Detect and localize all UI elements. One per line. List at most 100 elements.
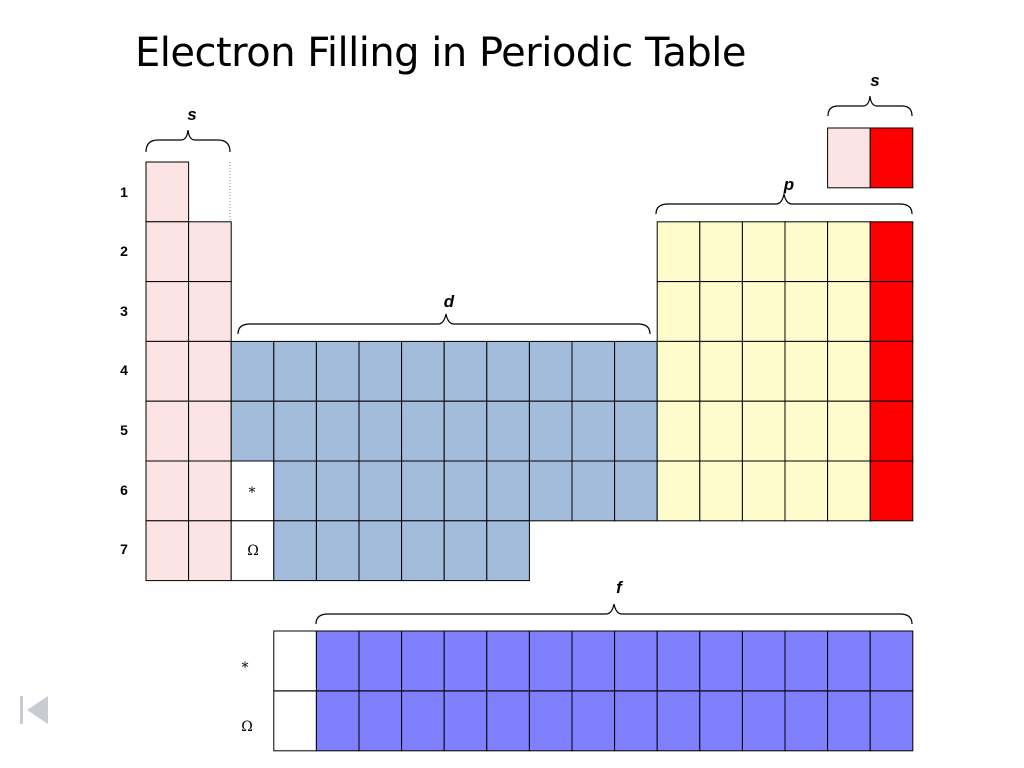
s-block-cell bbox=[145, 281, 190, 342]
f-block-cell bbox=[741, 630, 786, 692]
d-block-cell bbox=[528, 340, 573, 402]
f-block-cell bbox=[571, 690, 616, 752]
s-block-cell bbox=[145, 161, 190, 223]
f-block-cell bbox=[614, 630, 658, 692]
f-block-cell bbox=[443, 690, 488, 752]
noble-gas-cell bbox=[869, 127, 914, 189]
d-block-cell bbox=[401, 460, 445, 522]
d-block-cell bbox=[614, 400, 658, 462]
f-block-cell bbox=[699, 690, 743, 752]
d-block-cell bbox=[358, 400, 403, 462]
d-block-cell bbox=[614, 340, 658, 402]
p-block-cell bbox=[699, 400, 743, 462]
d-block-label: d bbox=[444, 292, 455, 311]
f-block-cell bbox=[699, 630, 743, 692]
period-label-7: 7 bbox=[120, 541, 128, 557]
p-block-cell bbox=[699, 281, 743, 342]
d-block-cell bbox=[486, 460, 530, 522]
d-block-cell bbox=[528, 400, 573, 462]
p-block-cell bbox=[784, 221, 829, 283]
p-block-cell bbox=[656, 281, 701, 342]
d-block-cell bbox=[486, 400, 530, 462]
d-block-cell bbox=[486, 520, 530, 582]
f-block-cell bbox=[741, 690, 786, 752]
d-block-cell bbox=[273, 400, 317, 462]
f-block-cell bbox=[315, 690, 360, 752]
table-cells bbox=[145, 127, 914, 752]
lanthanide-row-blank-cell bbox=[273, 630, 317, 692]
actinide-placeholder-cell bbox=[230, 520, 275, 582]
f-block-cell bbox=[827, 690, 871, 752]
s-block-cell bbox=[188, 221, 232, 283]
d-block-cell bbox=[358, 340, 403, 402]
d-block-cell bbox=[571, 460, 616, 522]
d-block-cell bbox=[230, 400, 275, 462]
first-slide-icon bbox=[20, 696, 48, 724]
p-block-cell bbox=[784, 281, 829, 342]
p-block-cell bbox=[656, 460, 701, 522]
actinide-marker-row: Ω bbox=[241, 719, 253, 735]
d-block-cell bbox=[571, 400, 616, 462]
period-label-1: 1 bbox=[120, 184, 128, 200]
d-block-cell bbox=[401, 340, 445, 402]
p-block-cell bbox=[656, 340, 701, 402]
period-label-2: 2 bbox=[120, 243, 128, 259]
p-block-label: p bbox=[783, 175, 794, 194]
p-block-cell bbox=[699, 340, 743, 402]
d-block-cell bbox=[358, 460, 403, 522]
f-block-cell bbox=[358, 630, 403, 692]
d-block-cell bbox=[571, 340, 616, 402]
f-block-cell bbox=[401, 690, 445, 752]
lanthanide-marker-row: * bbox=[242, 660, 249, 676]
p-block-cell bbox=[784, 400, 829, 462]
p-block-cell bbox=[741, 340, 786, 402]
period-label-6: 6 bbox=[120, 482, 128, 498]
d-block-cell bbox=[358, 520, 403, 582]
p-block-cell bbox=[741, 221, 786, 283]
lanthanide-marker-table: * bbox=[249, 485, 256, 501]
f-block-cell bbox=[656, 690, 701, 752]
s-block-cell bbox=[145, 460, 190, 522]
f-block-cell bbox=[358, 690, 403, 752]
f-block-cell bbox=[571, 630, 616, 692]
d-block-cell bbox=[443, 340, 488, 402]
f-block-cell bbox=[784, 690, 829, 752]
f-block-cell bbox=[443, 630, 488, 692]
p-block-cell bbox=[656, 400, 701, 462]
d-block-cell bbox=[315, 520, 360, 582]
noble-gas-cell bbox=[869, 340, 914, 402]
s-block-cell bbox=[188, 340, 232, 402]
s-right-brace bbox=[827, 95, 913, 117]
d-brace bbox=[237, 313, 651, 335]
p-block-cell bbox=[827, 221, 871, 283]
d-block-cell bbox=[614, 460, 658, 522]
s-left-brace bbox=[145, 129, 231, 153]
d-block-cell bbox=[443, 460, 488, 522]
s-block-cell bbox=[827, 127, 871, 189]
d-block-cell bbox=[273, 340, 317, 402]
d-block-cell bbox=[401, 400, 445, 462]
d-block-cell bbox=[443, 400, 488, 462]
d-block-cell bbox=[528, 460, 573, 522]
d-block-cell bbox=[443, 520, 488, 582]
p-block-cell bbox=[784, 340, 829, 402]
s-block-cell bbox=[188, 400, 232, 462]
f-block-cell bbox=[656, 630, 701, 692]
s-block-label-right: s bbox=[870, 71, 879, 90]
s-block-cell bbox=[145, 221, 190, 283]
d-block-cell bbox=[401, 520, 445, 582]
d-block-cell bbox=[273, 460, 317, 522]
p-block-cell bbox=[784, 460, 829, 522]
lanthanide-placeholder-cell bbox=[230, 460, 275, 522]
f-block-cell bbox=[869, 690, 914, 752]
period-label-3: 3 bbox=[120, 303, 128, 319]
p-block-cell bbox=[741, 460, 786, 522]
p-block-cell bbox=[827, 281, 871, 342]
d-block-cell bbox=[273, 520, 317, 582]
page-title: Electron Filling in Periodic Table bbox=[135, 30, 746, 76]
s-block-cell bbox=[145, 520, 190, 582]
noble-gas-cell bbox=[869, 281, 914, 342]
first-slide-button[interactable] bbox=[16, 692, 52, 728]
f-block-cell bbox=[528, 630, 573, 692]
d-block-cell bbox=[315, 400, 360, 462]
